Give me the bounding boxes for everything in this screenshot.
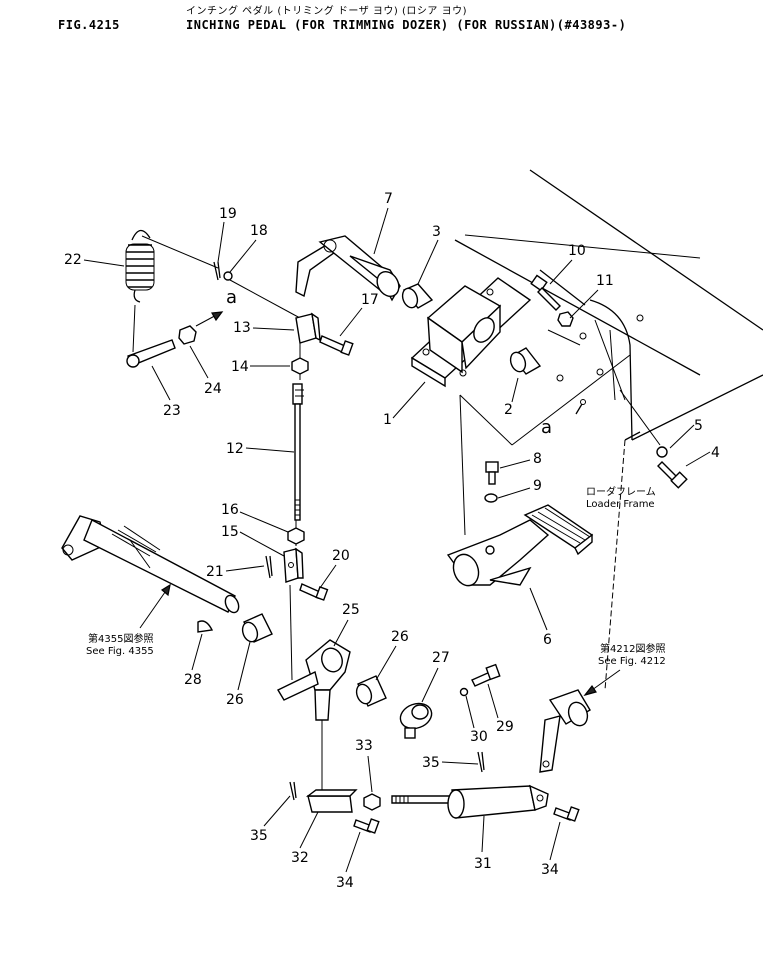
- note-ref-4355-en: See Fig. 4355: [86, 646, 154, 657]
- bolt-part-8: [485, 461, 499, 485]
- callout-27: 27: [432, 650, 450, 666]
- title-japanese: インチング ペダル (トリミング ドーザ ヨウ) (ロシア ヨウ): [186, 6, 467, 17]
- nut-part-16: [287, 527, 305, 545]
- callout-14: 14: [231, 359, 249, 375]
- callout-31: 31: [474, 856, 492, 872]
- bushing-part-26-right: [355, 675, 387, 707]
- bushing-part-3: [401, 283, 434, 309]
- callout-18: 18: [250, 223, 268, 239]
- callout-4: 4: [711, 445, 720, 461]
- bushing-part-2: [509, 347, 542, 375]
- bolt-part-17: [319, 335, 354, 356]
- note-ref-4212: 第4212図参照 See Fig. 4212: [598, 642, 666, 667]
- callout-28: 28: [184, 672, 202, 688]
- callout-32: 32: [291, 850, 309, 866]
- figure-number: FIG.4215: [58, 18, 120, 32]
- note-ref-4212-en: See Fig. 4212: [598, 656, 666, 667]
- callout-6: 6: [543, 632, 552, 648]
- callout-33: 33: [355, 738, 373, 754]
- washer-part-5: [656, 446, 668, 458]
- callout-34-left: 34: [336, 875, 354, 891]
- eyebolt-part-23: [126, 339, 176, 368]
- block-part-13: [295, 312, 321, 344]
- note-loader-frame: ローダフレーム Loader Frame: [586, 485, 656, 510]
- callout-26-right: 26: [391, 629, 409, 645]
- bracket-part-1: [410, 277, 532, 388]
- note-ref-4355: 第4355図参照 See Fig. 4355: [86, 632, 154, 657]
- connector-letter-a-1: a: [226, 287, 237, 308]
- callout-13: 13: [233, 320, 251, 336]
- pin-part-21: [265, 555, 273, 579]
- callout-8: 8: [533, 451, 542, 467]
- nut-part-14: [291, 357, 309, 375]
- bolt-part-29: [471, 663, 501, 687]
- collar-part-27: [399, 702, 433, 739]
- lever-part-25: [277, 639, 351, 721]
- bolt-part-34-right: [553, 806, 580, 822]
- block-part-15: [283, 547, 304, 583]
- callout-35-right: 35: [422, 755, 440, 771]
- washer-part-30: [459, 687, 469, 697]
- bushing-part-26-left: [241, 613, 273, 643]
- bolt-part-10: [530, 274, 561, 311]
- pedal-part-6: [446, 504, 594, 587]
- callout-24: 24: [204, 381, 222, 397]
- callout-26-left: 26: [226, 692, 244, 708]
- nut-part-11: [557, 311, 574, 327]
- callout-20: 20: [332, 548, 350, 564]
- callout-9: 9: [533, 478, 542, 494]
- figure-title: INCHING PEDAL (FOR TRIMMING DOZER) (FOR …: [186, 18, 627, 32]
- pin-part-a: [575, 403, 583, 415]
- callout-2: 2: [504, 402, 513, 418]
- callout-15: 15: [221, 524, 239, 540]
- washer-part-9: [484, 493, 498, 503]
- shaft-ref-4355: [61, 515, 240, 614]
- washer-part-18: [223, 271, 233, 281]
- block-part-32: [305, 789, 358, 813]
- note-loader-frame-en: Loader Frame: [586, 499, 655, 510]
- callout-group: 1 2 3 4 5 6 7 8 9 10 11 12 13 14 15 16 1…: [64, 191, 720, 891]
- cylinder-part-31: [391, 784, 549, 819]
- spring-part-22: [125, 229, 155, 303]
- arrow-head: [211, 311, 224, 322]
- pin-part-35-right: [477, 751, 485, 773]
- callout-5: 5: [694, 418, 703, 434]
- callout-22: 22: [64, 252, 82, 268]
- note-ref-4355-jp: 第4355図参照: [88, 632, 153, 645]
- callout-35-left: 35: [250, 828, 268, 844]
- bolt-part-4: [657, 461, 688, 489]
- note-loader-frame-jp: ローダフレーム: [586, 485, 656, 498]
- key-part-28: [197, 620, 214, 633]
- lever-part-7: [295, 235, 401, 302]
- callout-12: 12: [226, 441, 244, 457]
- callout-7: 7: [384, 191, 393, 207]
- callout-23: 23: [163, 403, 181, 419]
- nut-part-24: [178, 325, 197, 345]
- callout-3: 3: [432, 224, 441, 240]
- nut-part-33: [363, 793, 381, 811]
- bolt-part-20: [299, 583, 329, 601]
- callout-29: 29: [496, 719, 514, 735]
- pin-part-19: [213, 261, 221, 281]
- callout-1: 1: [383, 412, 392, 428]
- callout-16: 16: [221, 502, 239, 518]
- callout-10: 10: [568, 243, 586, 259]
- callout-30: 30: [470, 729, 488, 745]
- pin-part-35-left: [289, 781, 297, 801]
- callout-19: 19: [219, 206, 237, 222]
- rod-part-12: [292, 383, 304, 521]
- callout-25: 25: [342, 602, 360, 618]
- bolt-part-34-left: [353, 818, 380, 834]
- callout-11: 11: [596, 273, 614, 289]
- note-ref-4212-jp: 第4212図参照: [600, 642, 665, 655]
- callout-17: 17: [361, 292, 379, 308]
- callout-21: 21: [206, 564, 224, 580]
- callout-34-right: 34: [541, 862, 559, 878]
- lever-ref-4212: [539, 689, 591, 773]
- connector-letter-a-2: a: [541, 417, 552, 438]
